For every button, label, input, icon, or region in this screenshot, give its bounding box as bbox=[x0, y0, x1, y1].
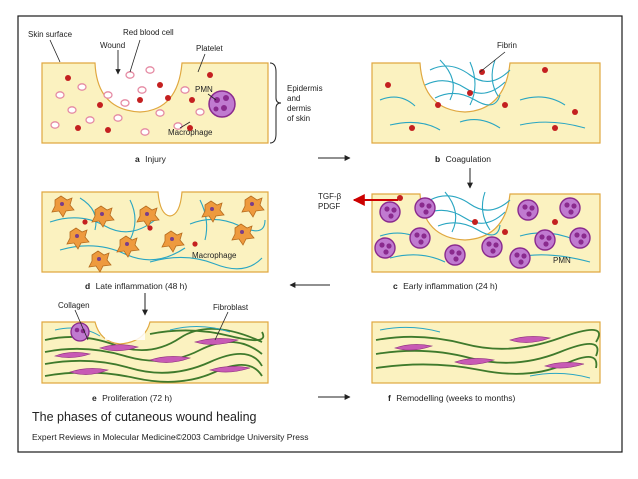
label-macrophage-d: Macrophage bbox=[192, 251, 237, 260]
caption-a-text: Injury bbox=[145, 154, 167, 164]
pmn-cells-c bbox=[374, 197, 591, 269]
label-epidermis-2: and bbox=[287, 94, 300, 103]
label-skin-surface: Skin surface bbox=[28, 30, 73, 39]
label-red-blood-cell: Red blood cell bbox=[123, 28, 174, 37]
platelets-d bbox=[82, 219, 198, 247]
caption-d-letter: d bbox=[85, 281, 90, 291]
panel-a: Skin surface Red blood cell Wound Platel… bbox=[28, 28, 323, 164]
red-blood-cells-a bbox=[50, 66, 205, 136]
flow-arrows bbox=[142, 155, 473, 400]
caption-e-letter: e bbox=[92, 393, 97, 403]
caption-b: b Coagulation bbox=[435, 154, 491, 164]
fibroblasts-f bbox=[394, 336, 585, 369]
caption-a-letter: a bbox=[135, 154, 140, 164]
label-collagen: Collagen bbox=[58, 301, 90, 310]
tissue-f bbox=[371, 321, 601, 384]
figure-title: The phases of cutaneous wound healing bbox=[32, 410, 257, 424]
caption-c-text: Early inflammation (24 h) bbox=[403, 281, 498, 291]
platelets-c bbox=[397, 195, 558, 235]
fibroblasts-e bbox=[54, 338, 251, 375]
label-fibrin: Fibrin bbox=[497, 41, 517, 50]
caption-c-letter: c bbox=[393, 281, 398, 291]
platelets-a bbox=[65, 72, 213, 133]
label-epidermis-1: Epidermis bbox=[287, 84, 323, 93]
macrophages-d bbox=[51, 195, 265, 273]
fibrin-remnant-f bbox=[379, 326, 591, 379]
caption-b-letter: b bbox=[435, 154, 440, 164]
caption-d: d Late inflammation (48 h) bbox=[85, 281, 187, 291]
label-wound: Wound bbox=[100, 41, 125, 50]
skin-bracket bbox=[269, 62, 282, 144]
label-pmn-c: PMN bbox=[553, 256, 571, 265]
label-epidermis-4: of skin bbox=[287, 114, 310, 123]
pmn-cell-a bbox=[208, 90, 236, 118]
label-fibroblast: Fibroblast bbox=[213, 303, 249, 312]
caption-d-text: Late inflammation (48 h) bbox=[96, 281, 188, 291]
caption-f-text: Remodelling (weeks to months) bbox=[396, 393, 515, 403]
figure-source: Expert Reviews in Molecular Medicine©200… bbox=[32, 432, 308, 442]
tissue-a bbox=[41, 62, 269, 144]
wound-clot-e bbox=[105, 322, 145, 340]
caption-b-text: Coagulation bbox=[446, 154, 492, 164]
caption-a: a Injury bbox=[135, 154, 167, 164]
tissue-e bbox=[41, 321, 269, 384]
platelets-b bbox=[385, 67, 578, 131]
caption-e: e Proliferation (72 h) bbox=[92, 393, 172, 403]
label-platelet: Platelet bbox=[196, 44, 223, 53]
caption-f-letter: f bbox=[388, 393, 391, 403]
caption-f: f Remodelling (weeks to months) bbox=[388, 393, 515, 403]
leader-lines-a bbox=[49, 39, 217, 129]
panel-d: Macrophage d Late inflammation (48 h) bbox=[41, 191, 269, 291]
collagen-fibres-f bbox=[375, 329, 600, 375]
label-tgf: TGF-β bbox=[318, 192, 342, 201]
caption-c: c Early inflammation (24 h) bbox=[393, 281, 498, 291]
panel-e: Collagen Fibroblast e Proliferation (72 … bbox=[41, 301, 269, 403]
label-pdgf: PDGF bbox=[318, 202, 340, 211]
leader-lines-e bbox=[74, 309, 229, 341]
caption-e-text: Proliferation (72 h) bbox=[102, 393, 172, 403]
label-epidermis-3: dermis bbox=[287, 104, 311, 113]
fibrin-leader bbox=[479, 51, 506, 73]
label-macrophage: Macrophage bbox=[168, 128, 213, 137]
tissue-b bbox=[371, 62, 601, 144]
pmn-cell-e bbox=[70, 322, 90, 342]
macrophage-nuclei-d bbox=[60, 202, 254, 261]
panel-c: TGF-β PDGF PMN c Early inflammation (24 … bbox=[318, 191, 601, 291]
panel-f: f Remodelling (weeks to months) bbox=[371, 321, 601, 403]
label-pmn: PMN bbox=[195, 85, 213, 94]
fibrin-mesh-b bbox=[379, 59, 586, 131]
panel-b: Fibrin b Coagulation bbox=[371, 41, 601, 164]
